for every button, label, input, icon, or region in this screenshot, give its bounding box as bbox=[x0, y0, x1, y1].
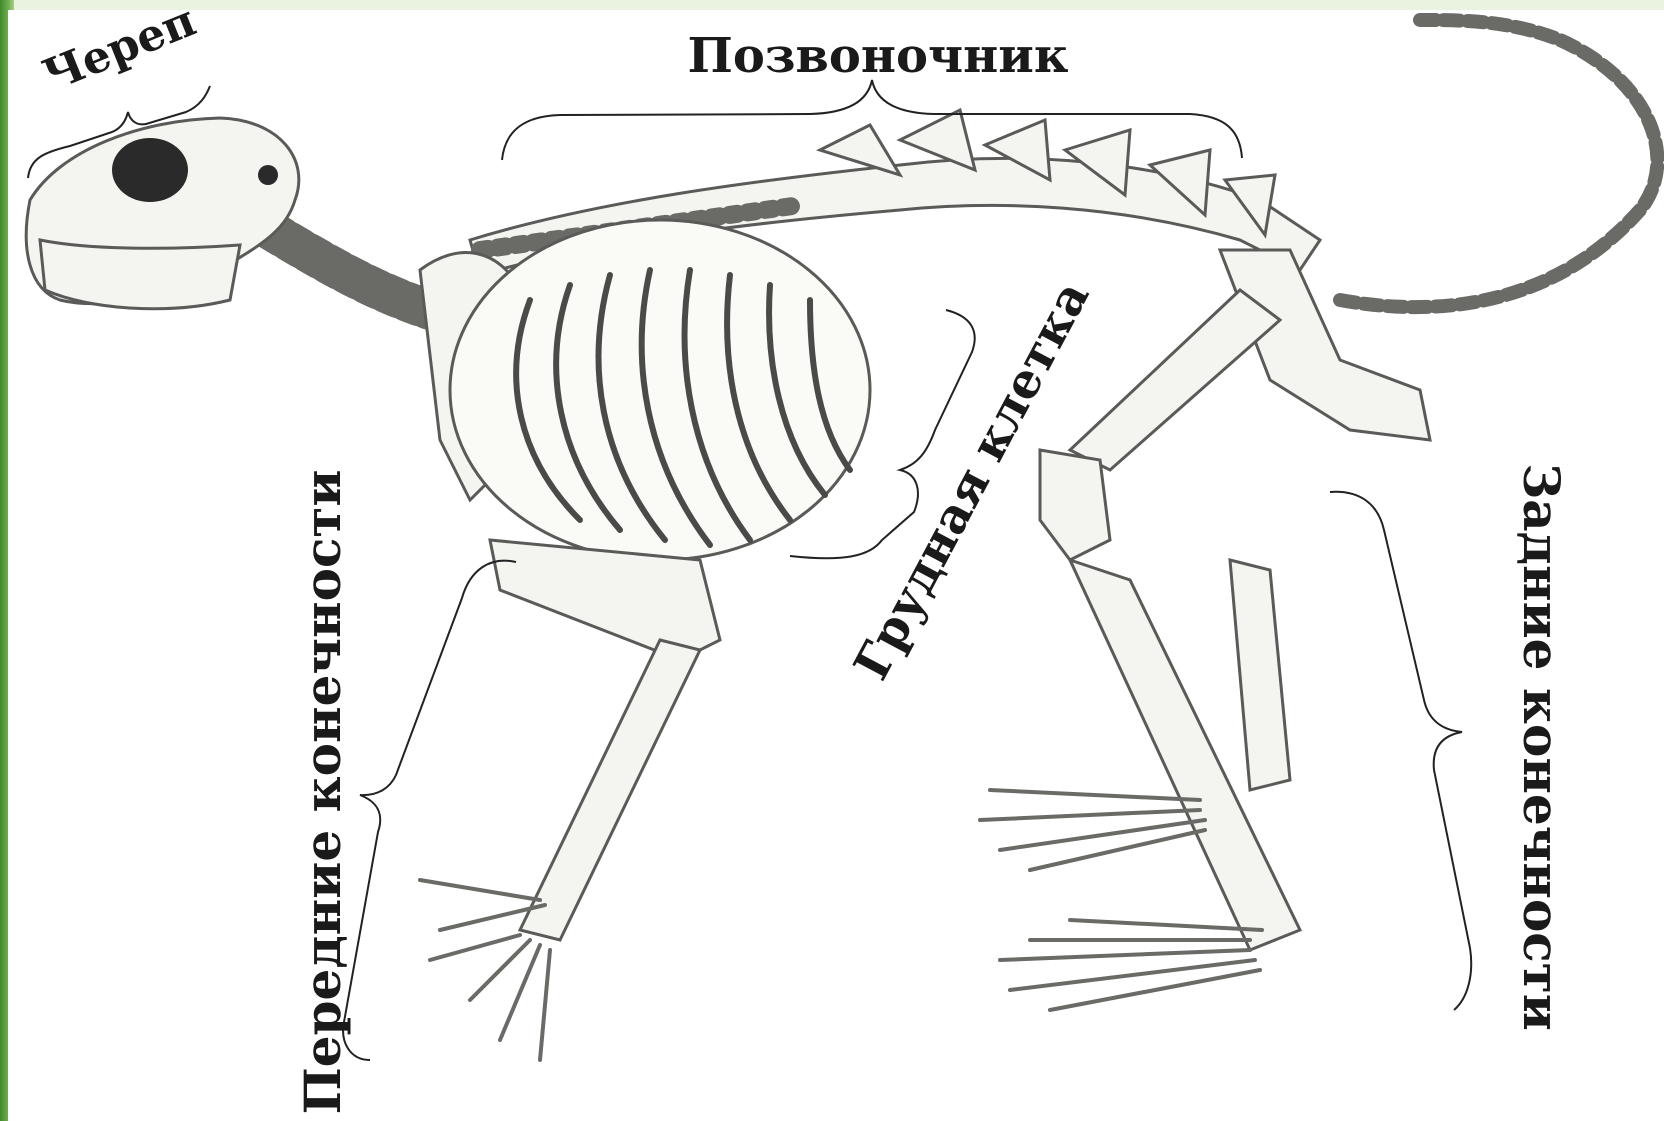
forelimbs-label: Передние конечности bbox=[293, 470, 352, 1115]
neck-vertebrae bbox=[270, 230, 430, 310]
tail-bones bbox=[1340, 20, 1657, 307]
hindlimbs-label: Задние конечности bbox=[1512, 463, 1571, 1031]
forelimb-brace bbox=[343, 561, 516, 1060]
forelimb-drawing bbox=[420, 540, 720, 1060]
hindlimb-brace bbox=[1330, 492, 1471, 1010]
ribcage-drawing bbox=[450, 220, 870, 560]
skull-label: Череп bbox=[36, 0, 203, 102]
spine-label: Позвоночник bbox=[687, 28, 1068, 84]
